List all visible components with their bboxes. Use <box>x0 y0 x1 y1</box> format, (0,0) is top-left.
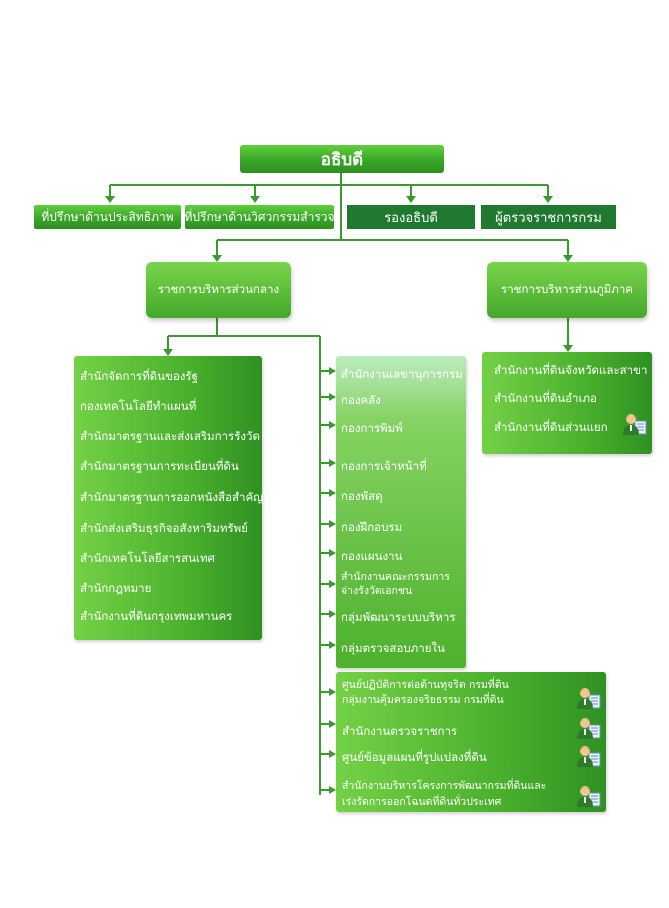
list-item[interactable]: สำนักมาตรฐานการออกหนังสือสำคัญ <box>80 490 263 504</box>
central-right-panel: สำนักงานเลขานุการกรม กองคลัง กองการพิมพ์… <box>336 356 466 668</box>
special-unit-line1[interactable]: สำนักงานบริหารโครงการพัฒนากรมที่ดินและ <box>342 780 547 792</box>
list-item[interactable]: สำนักจัดการที่ดินของรัฐ <box>80 369 198 383</box>
advisor-efficiency-box[interactable]: ที่ปรึกษาด้านประสิทธิภาพ <box>34 205 181 229</box>
connector-arrow <box>329 393 336 401</box>
director-general-title: อธิบดี <box>320 149 364 170</box>
special-unit-line2[interactable]: กลุ่มงานคุ้มครองจริยธรรม กรมที่ดิน <box>342 694 504 706</box>
connector-arrow <box>329 610 336 618</box>
advisor-survey-engineering-label: ที่ปรึกษาด้านวิศวกรรมสำรวจ <box>185 209 334 224</box>
user-document-icon <box>576 716 602 740</box>
advisor-survey-engineering-box[interactable]: ที่ปรึกษาด้านวิศวกรรมสำรวจ <box>185 205 334 229</box>
inspector-general-box[interactable]: ผู้ตรวจราชการกรม <box>481 205 616 229</box>
special-unit-line1[interactable]: ศูนย์ข้อมูลแผนที่รูปแปลงที่ดิน <box>342 750 487 764</box>
list-item[interactable]: กองการเจ้าหน้าที่ <box>341 459 427 473</box>
list-item[interactable]: สำนักงานคณะกรรมการ จ่างรังวัดเอกชน <box>341 571 450 597</box>
list-item[interactable]: สำนักงานที่ดินจังหวัดและสาขา <box>494 363 648 377</box>
list-item[interactable]: กองการพิมพ์ <box>341 421 403 435</box>
connector-arrow <box>329 688 336 696</box>
list-item[interactable]: สำนักเทคโนโลยีสารสนเทศ <box>80 551 215 565</box>
connector-arrow <box>329 520 336 528</box>
connector-arrow <box>329 786 336 794</box>
list-item[interactable]: สำนักส่งเสริมธุรกิจอสังหาริมทรัพย์ <box>80 521 248 535</box>
list-item[interactable]: สำนักงานที่ดินอำเภอ <box>494 391 597 405</box>
central-administration-box[interactable]: ราชการบริหารส่วนกลาง <box>146 262 291 318</box>
connector-arrow <box>329 580 336 588</box>
connector-arrow <box>329 421 336 429</box>
connector-arrow <box>329 367 336 375</box>
deputy-director-box[interactable]: รองอธิบดี <box>347 205 475 229</box>
deputy-director-label: รองอธิบดี <box>384 210 438 226</box>
list-item[interactable]: สำนักกฎหมาย <box>80 581 152 595</box>
special-unit-line1[interactable]: ศูนย์ปฏิบัติการต่อต้านทุจริต กรมที่ดิน <box>342 679 509 691</box>
connector-arrow <box>329 459 336 467</box>
connector-arrow <box>329 549 336 557</box>
list-item[interactable]: กองเทคโนโลยีทำแผนที่ <box>80 399 197 413</box>
regional-units-panel: สำนักงานที่ดินจังหวัดและสาขา สำนักงานที่… <box>482 352 652 454</box>
list-item[interactable]: กองพัสดุ <box>341 489 383 503</box>
user-document-icon <box>576 686 602 710</box>
list-item[interactable]: กลุ่มพัฒนาระบบบริหาร <box>341 610 456 624</box>
list-item[interactable]: สำนักงานเลขานุการกรม <box>341 367 463 381</box>
user-document-icon <box>576 784 602 808</box>
list-item[interactable]: สำนักงานที่ดินส่วนแยก <box>494 420 608 434</box>
special-units-panel: ศูนย์ปฏิบัติการต่อต้านทุจริต กรมที่ดิน ก… <box>336 672 606 812</box>
list-item[interactable]: กองแผนงาน <box>341 549 403 563</box>
list-item[interactable]: สำนักงานที่ดินกรุงเทพมหานคร <box>80 609 233 623</box>
regional-administration-label: ราชการบริหารส่วนภูมิภาค <box>501 282 633 296</box>
connector-arrow <box>329 720 336 728</box>
regional-administration-box[interactable]: ราชการบริหารส่วนภูมิภาค <box>487 262 647 318</box>
central-administration-label: ราชการบริหารส่วนกลาง <box>157 282 280 296</box>
list-item[interactable]: สำนักมาตรฐานการทะเบียนที่ดิน <box>80 459 239 473</box>
connector-arrow <box>329 750 336 758</box>
central-left-panel: สำนักจัดการที่ดินของรัฐ กองเทคโนโลยีทำแผ… <box>74 356 263 640</box>
list-item[interactable]: กองคลัง <box>341 393 381 407</box>
connector-arrow <box>329 489 336 497</box>
director-general-box[interactable]: อธิบดี <box>240 145 444 173</box>
special-unit-line2[interactable]: เร่งรัดการออกโฉนดที่ดินทั่วประเทศ <box>342 796 502 808</box>
connector-arrow <box>329 641 336 649</box>
list-item[interactable]: กองฝึกอบรม <box>341 520 403 534</box>
special-unit-line1[interactable]: สำนักงานตรวจราชการ <box>342 724 458 738</box>
list-item[interactable]: สำนักมาตรฐานและส่งเสริมการรังวัด <box>80 429 260 443</box>
list-item[interactable]: กลุ่มตรวจสอบภายใน <box>341 641 445 655</box>
user-document-icon <box>622 412 648 436</box>
advisor-efficiency-label: ที่ปรึกษาด้านประสิทธิภาพ <box>41 209 174 224</box>
inspector-general-label: ผู้ตรวจราชการกรม <box>495 210 602 226</box>
user-document-icon <box>576 744 602 768</box>
